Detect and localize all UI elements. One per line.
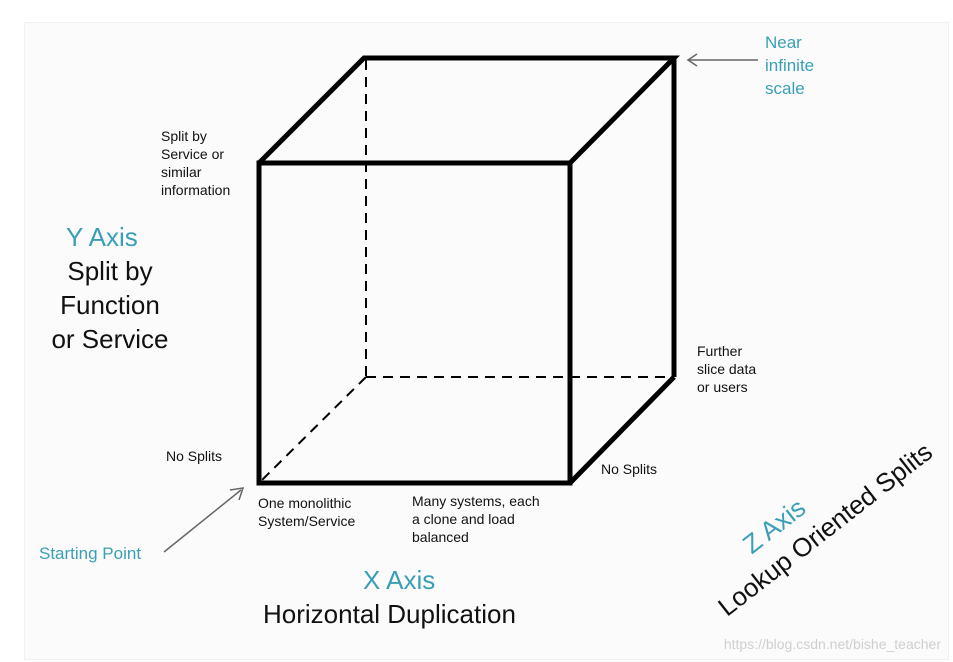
infinite-line: infinite [765, 56, 815, 75]
split-by-service-label: Split by Service or similar information [161, 127, 230, 199]
near-infinite-scale-label: Near infinite scale [765, 31, 814, 100]
y-desc-line-2: Function [60, 290, 160, 320]
one-monolithic-line: One monolithic [258, 495, 352, 511]
y-axis-title: Y Axis [66, 222, 138, 252]
no-splits-left-label: No Splits [166, 448, 223, 464]
x-axis-title: X Axis [363, 565, 436, 595]
clone-load-line: a clone and load [412, 511, 515, 527]
further-line: Further [697, 343, 743, 359]
cube-front-face [256, 160, 573, 486]
y-axis-description: Split by Function or Service [45, 254, 175, 356]
information-line: information [161, 182, 231, 198]
many-systems-label: Many systems, each a clone and load bala… [412, 492, 540, 546]
split-by-line: Split by [161, 128, 207, 144]
further-slice-label: Further slice data or users [697, 342, 756, 396]
cube-hidden-diagonal-edge [260, 376, 367, 482]
similar-line: similar [161, 164, 202, 180]
x-axis-description: Horizontal Duplication [263, 599, 516, 629]
scale-line: scale [765, 79, 805, 98]
y-desc-line-1: Split by [67, 256, 153, 286]
y-desc-line-3: or Service [51, 324, 169, 354]
one-monolithic-label: One monolithic System/Service [258, 494, 355, 530]
balanced-line: balanced [412, 529, 469, 545]
slice-data-line: slice data [697, 361, 757, 377]
near-line: Near [765, 33, 802, 52]
no-splits-right-label: No Splits [601, 461, 658, 477]
many-systems-line: Many systems, each [412, 493, 540, 509]
service-or-line: Service or [161, 146, 225, 162]
starting-point-arrow [163, 487, 245, 553]
system-service-line: System/Service [258, 513, 356, 529]
watermark-text: https://blog.csdn.net/bishe_teacher [723, 636, 941, 652]
starting-point-label: Starting Point [39, 544, 142, 563]
or-users-line: or users [697, 379, 748, 395]
cube-right-bottom-edge [568, 375, 676, 485]
diagram-frame [24, 22, 949, 660]
near-scale-arrow [686, 53, 758, 67]
cube-top-edge [257, 55, 680, 165]
